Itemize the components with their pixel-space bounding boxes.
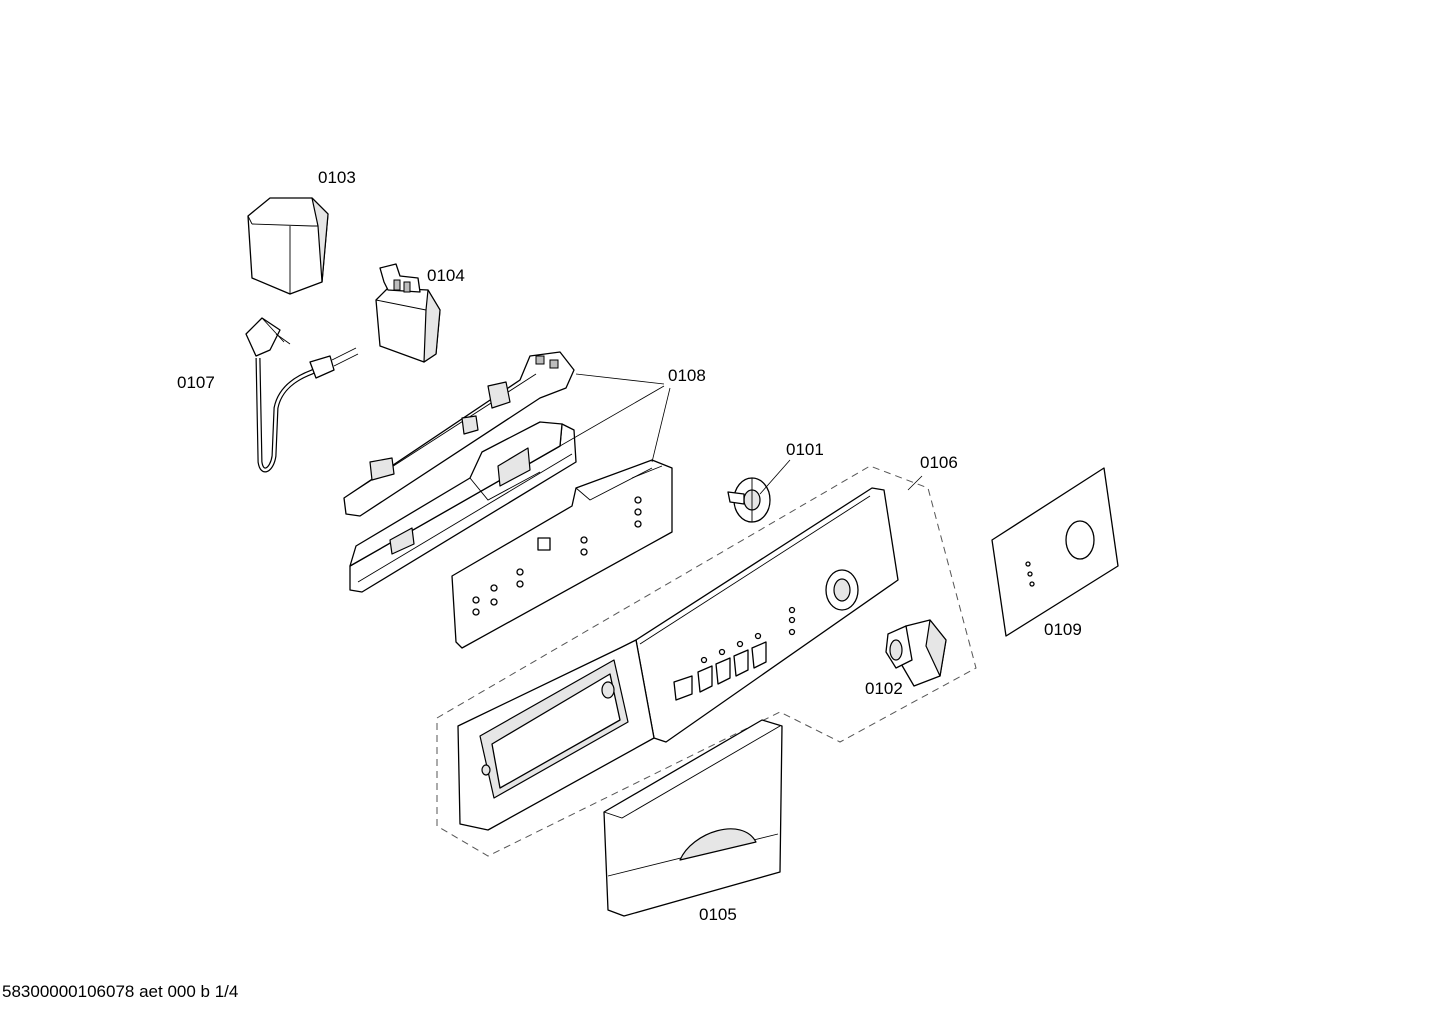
callout-0106: 0106 bbox=[920, 453, 958, 472]
part-0102-selector-knob[interactable] bbox=[885, 619, 947, 687]
part-0106-drawer-housing[interactable] bbox=[457, 639, 655, 831]
part-0105-drawer-front[interactable] bbox=[603, 719, 783, 917]
callout-0102: 0102 bbox=[865, 679, 903, 698]
part-0101-knob-shaft[interactable] bbox=[727, 477, 771, 523]
callout-0107: 0107 bbox=[177, 373, 215, 392]
callout-0101: 0101 bbox=[786, 440, 824, 459]
part-0104-filter[interactable] bbox=[375, 263, 441, 363]
callout-0103: 0103 bbox=[318, 168, 356, 187]
part-0103-cover-cap[interactable] bbox=[247, 197, 329, 295]
part-0106-fascia-panel[interactable] bbox=[635, 487, 899, 743]
callout-0105: 0105 bbox=[699, 905, 737, 924]
part-0107-mains-cable[interactable] bbox=[245, 317, 359, 473]
leader-0101 bbox=[759, 459, 791, 495]
part-0108-control-pcb[interactable] bbox=[451, 459, 673, 649]
part-0109-label-foil[interactable] bbox=[991, 467, 1119, 637]
leader-0108-c bbox=[651, 387, 671, 463]
callout-0109: 0109 bbox=[1044, 620, 1082, 639]
callout-0108: 0108 bbox=[668, 366, 706, 385]
assembly-0106-dashed-outline bbox=[436, 465, 977, 857]
part-0108-lower-frame[interactable] bbox=[349, 421, 577, 593]
leader-0108-a bbox=[575, 373, 665, 385]
part-0108-upper-rail[interactable] bbox=[343, 351, 575, 517]
callout-0104: 0104 bbox=[427, 266, 465, 285]
leader-0106 bbox=[907, 475, 923, 491]
document-id-footer: 58300000106078 aet 000 b 1/4 bbox=[2, 982, 239, 1001]
leader-0108-b bbox=[559, 385, 665, 447]
